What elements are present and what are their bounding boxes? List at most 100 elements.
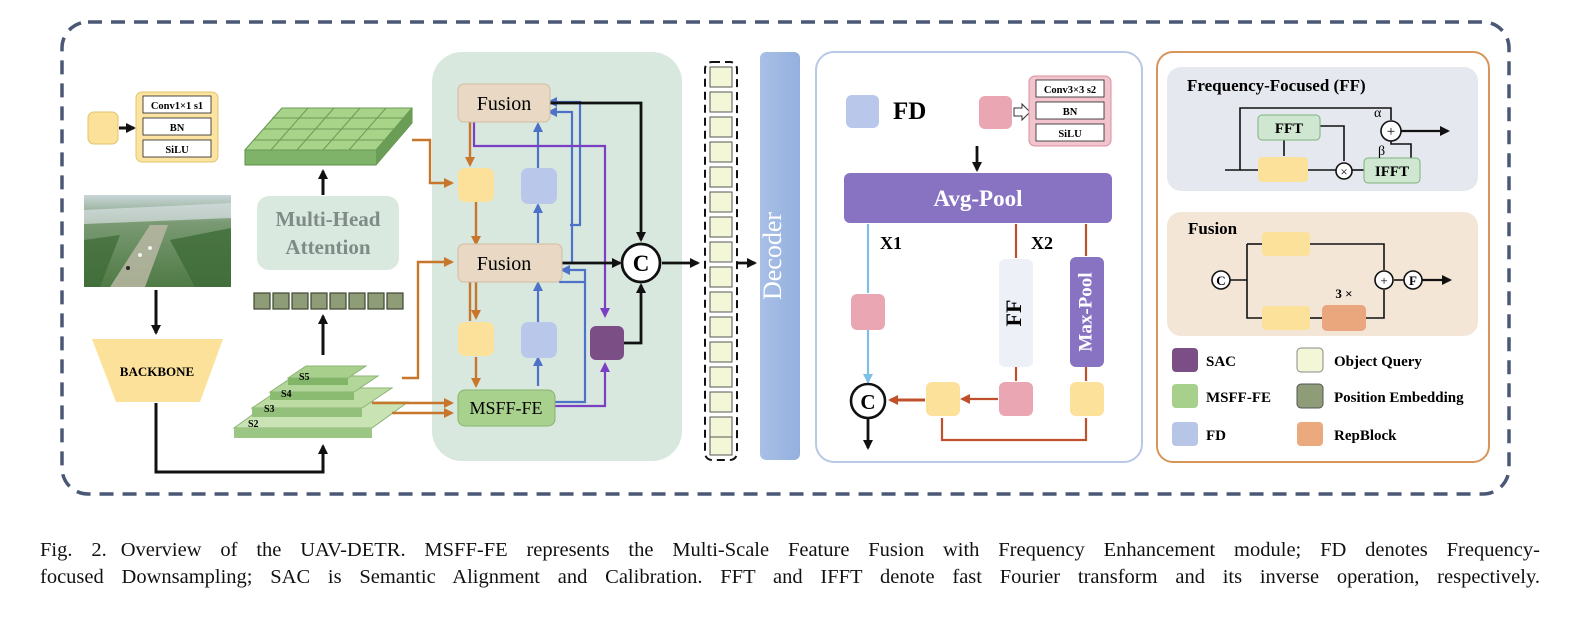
conv3-hollow-arrow bbox=[1013, 102, 1031, 122]
architecture-diagram: Conv1×1 s1 BN SiLU Multi-Head Attention bbox=[60, 20, 1511, 496]
msff-fe-label: MSFF-FE bbox=[469, 398, 542, 418]
legend-label-msff: MSFF-FE bbox=[1206, 390, 1271, 406]
fusion-f-circle bbox=[1403, 270, 1423, 290]
fusion-top-label: Fusion bbox=[477, 93, 531, 115]
avg-pool-block bbox=[844, 173, 1112, 223]
ff-subpanel-title: Frequency-Focused (FF) bbox=[1187, 76, 1366, 95]
fd-yellow-block-left bbox=[926, 382, 960, 416]
avg-pool-label: Avg-Pool bbox=[933, 186, 1022, 211]
ff-plus-label: + bbox=[1387, 124, 1395, 140]
conv3-bn-label: BN bbox=[1063, 107, 1078, 118]
fusion-top-block bbox=[457, 83, 551, 123]
ff-yellow-block bbox=[1258, 157, 1308, 182]
legend-swatch-object-query bbox=[1296, 347, 1324, 373]
conv3-stack: Conv3×3 s2 BN SiLU bbox=[1028, 75, 1112, 147]
fd-pink-block-right bbox=[999, 382, 1033, 416]
ff-label: FF bbox=[1001, 300, 1026, 327]
fusion-f-label: F bbox=[1409, 273, 1417, 288]
fusion-yellow-top bbox=[1262, 232, 1310, 256]
fd-yellow-block-maxpool bbox=[1070, 382, 1104, 416]
position-embedding-row bbox=[253, 292, 404, 310]
backbone-block bbox=[92, 339, 223, 402]
ifft-label: IFFT bbox=[1375, 164, 1409, 180]
legend-label-fd: FD bbox=[1206, 428, 1226, 444]
feature-pyramid: S5 S4 S3 S2 bbox=[232, 365, 410, 438]
conv1-label: Conv1×1 s1 bbox=[151, 101, 203, 112]
fd-block-top-right bbox=[521, 168, 557, 204]
fd-block-mid-left bbox=[458, 322, 494, 356]
x1-pink-block bbox=[851, 294, 885, 330]
legend-swatch-msff bbox=[1172, 384, 1198, 408]
fd-block-top-left bbox=[458, 168, 494, 202]
caption-line-2: focused Downsampling; SAC is Semantic Al… bbox=[40, 566, 1540, 588]
legend-label-repblock: RepBlock bbox=[1334, 428, 1397, 444]
object-query-cells bbox=[709, 66, 733, 456]
repblock-repeat-label: 3 × bbox=[1335, 286, 1352, 301]
conv1-input-block bbox=[87, 111, 119, 145]
pyramid-s3-label: S3 bbox=[264, 404, 275, 415]
fusion-mid-block bbox=[457, 243, 563, 283]
ff-multiply-circle bbox=[1335, 162, 1353, 180]
legend-swatch-sac bbox=[1172, 348, 1198, 372]
fft-block bbox=[1257, 114, 1321, 141]
msff-fe-block bbox=[457, 389, 556, 427]
ifft-block bbox=[1363, 157, 1421, 184]
fft-label: FFT bbox=[1275, 121, 1303, 137]
concat-label: C bbox=[633, 251, 650, 276]
fd-block-mid-right bbox=[521, 322, 557, 358]
x1-label: X1 bbox=[880, 233, 902, 253]
conv3-label: Conv3×3 s2 bbox=[1044, 85, 1096, 96]
decoder-block bbox=[760, 52, 800, 460]
fusion-yellow-bottom bbox=[1262, 306, 1310, 330]
alpha-label: α bbox=[1374, 106, 1382, 121]
concat-circle bbox=[620, 242, 662, 284]
fd-panel-title: FD bbox=[893, 98, 926, 125]
conv1-silu-label: SiLU bbox=[165, 145, 189, 156]
conv3-silu-label: SiLU bbox=[1058, 129, 1082, 140]
outer-frame bbox=[60, 20, 1511, 496]
fd-panel bbox=[815, 51, 1143, 463]
fd-concat-circle bbox=[849, 382, 887, 420]
ff-plus-circle bbox=[1380, 120, 1402, 142]
legend-swatch-repblock bbox=[1297, 422, 1323, 446]
fusion-plus-label: + bbox=[1380, 273, 1387, 288]
fusion-plus-circle bbox=[1374, 270, 1394, 290]
fusion-mid-label: Fusion bbox=[477, 253, 531, 275]
conv1-bn-label: BN bbox=[170, 123, 185, 134]
pyramid-s5-label: S5 bbox=[299, 372, 310, 383]
ff-block bbox=[999, 259, 1033, 367]
caption-line-1: Fig. 2. Overview of the UAV-DETR. MSFF-FE… bbox=[40, 537, 1540, 564]
legend: SAC Object Query MSFF-FE Position Embedd… bbox=[1172, 347, 1464, 446]
sac-block bbox=[590, 326, 624, 360]
mha-label-line2: Attention bbox=[285, 235, 370, 259]
x2-label: X2 bbox=[1031, 233, 1053, 253]
max-pool-label: Max-Pool bbox=[1075, 272, 1096, 351]
decoder-label: Decoder bbox=[758, 212, 787, 300]
fd-concat-label: C bbox=[860, 390, 875, 414]
fusion-concat-label: C bbox=[1216, 273, 1225, 288]
beta-label: β bbox=[1378, 144, 1385, 159]
uav-input-image bbox=[84, 195, 231, 287]
attention-feature-grid bbox=[243, 107, 414, 166]
legend-swatch-position-embedding bbox=[1296, 383, 1324, 409]
conv1-stack: Conv1×1 s1 BN SiLU bbox=[135, 91, 219, 163]
repblock-fill bbox=[1322, 305, 1366, 331]
backbone-label: BACKBONE bbox=[120, 364, 194, 379]
legend-label-position-embedding: Position Embedding bbox=[1334, 390, 1464, 406]
conv3-input-block bbox=[979, 96, 1012, 129]
fusion-subpanel-title: Fusion bbox=[1188, 219, 1238, 238]
pyramid-s4-label: S4 bbox=[281, 389, 292, 400]
max-pool-block bbox=[1070, 257, 1104, 367]
multi-head-attention-block bbox=[257, 196, 399, 270]
fd-legend-block bbox=[846, 95, 879, 128]
legend-label-object-query: Object Query bbox=[1334, 354, 1422, 370]
ff-multiply-label: × bbox=[1340, 164, 1347, 179]
caption-text-1: Overview of the UAV-DETR. MSFF-FE repres… bbox=[120, 539, 1540, 561]
object-query-column bbox=[704, 61, 738, 461]
pyramid-s2-label: S2 bbox=[248, 419, 259, 430]
fusion-subpanel bbox=[1167, 212, 1478, 336]
caption-label: Fig. 2. bbox=[40, 539, 107, 561]
mha-label-line1: Multi-Head bbox=[276, 207, 381, 231]
figure-caption: Fig. 2. Overview of the UAV-DETR. MSFF-FE… bbox=[40, 537, 1540, 591]
legend-label-sac: SAC bbox=[1206, 354, 1236, 370]
